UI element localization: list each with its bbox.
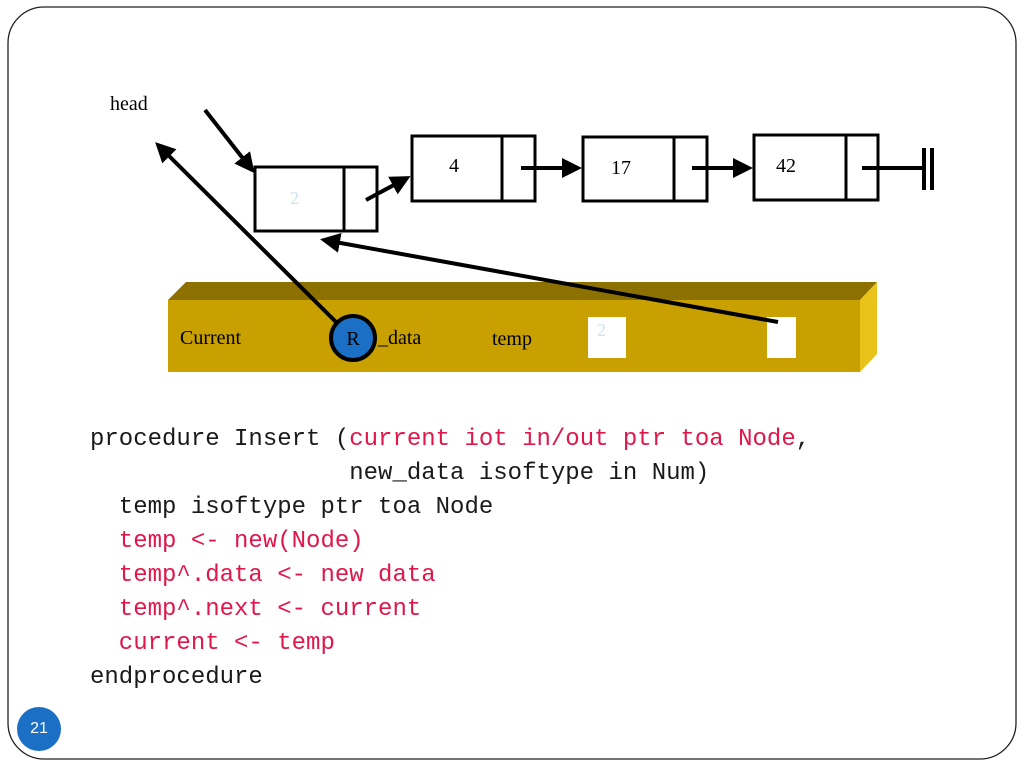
frame-front-face: [168, 300, 860, 372]
code-text: ,: [795, 426, 811, 453]
new-node-value: 2: [290, 188, 299, 208]
code-highlight: current iot in/out ptr toa Node: [349, 426, 796, 453]
temp-label: temp: [492, 328, 532, 350]
list-node: 17: [581, 135, 709, 203]
list-node-box: [410, 134, 537, 203]
reference-badge-circle: [329, 314, 377, 362]
list-node-box: [581, 135, 709, 203]
new-node-box: [253, 165, 379, 233]
list-node-value: 42: [776, 155, 796, 177]
code-line: endprocedure: [90, 664, 263, 691]
code-line: new_data isoftype in Num): [90, 460, 710, 487]
procedure-frame: Current _data temp 2: [168, 282, 877, 372]
reference-badge: R: [329, 314, 377, 362]
list-node-value: 17: [611, 157, 631, 179]
list-node: 42: [752, 133, 880, 202]
code-line: current <- temp: [90, 630, 335, 657]
list-node-value: 4: [449, 155, 459, 177]
page-number-badge: 21: [17, 707, 61, 751]
list-node: 4: [410, 134, 537, 203]
new-node: 2: [253, 165, 379, 233]
current-label: Current: [180, 327, 242, 349]
new-data-cell: [588, 317, 626, 358]
head-label: head: [110, 93, 148, 115]
new-data-value: 2: [597, 320, 606, 340]
code-line: temp isoftype ptr toa Node: [90, 494, 494, 521]
code-line: temp <- new(Node): [90, 528, 364, 555]
new-node-next-arrow: [365, 176, 411, 202]
current-pointer-arrow: [155, 142, 338, 324]
temp-pointer-arrow: [320, 233, 779, 324]
reference-badge-label: R: [346, 328, 360, 350]
list-node-box: [752, 133, 880, 202]
frame-side-face: [860, 282, 877, 372]
temp-cell: [767, 317, 796, 358]
null-terminator: [862, 148, 934, 190]
head-pointer-arrow: [203, 108, 255, 174]
new-data-label: _data: [377, 327, 421, 349]
frame-top-face: [168, 282, 877, 300]
code-line: procedure Insert (current iot in/out ptr…: [90, 423, 810, 457]
code-line: temp^.data <- new data: [90, 562, 436, 589]
code-text: procedure Insert (: [90, 426, 350, 453]
code-line: temp^.next <- current: [90, 596, 422, 623]
code-listing: procedure Insert (current iot in/out ptr…: [90, 423, 810, 695]
